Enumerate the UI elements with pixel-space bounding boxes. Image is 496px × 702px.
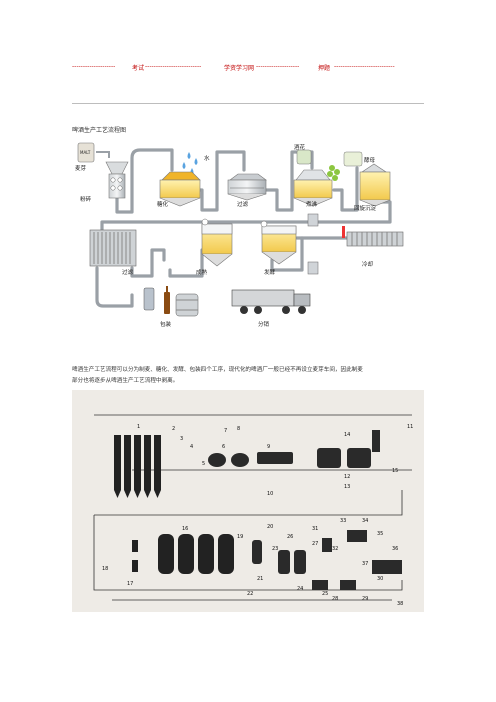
number-label: 15 <box>392 468 398 474</box>
label-mash: 糖化 <box>157 200 169 208</box>
number-label: 34 <box>362 518 368 524</box>
thermometer-icon <box>342 226 345 238</box>
number-label: 29 <box>362 596 368 602</box>
filter-press <box>89 229 137 267</box>
number-label: 27 <box>312 541 318 547</box>
number-label: 9 <box>267 444 270 450</box>
whirlpool-tank <box>359 163 391 207</box>
header-study-site: 学资学习网 <box>224 65 255 72</box>
yeast-bag <box>343 151 363 167</box>
number-label: 16 <box>182 526 188 532</box>
label-filter-2: 过滤 <box>122 268 134 276</box>
malt-bag: MALT <box>77 142 95 163</box>
page-title: 啤酒生产工艺流程图 <box>72 127 127 134</box>
number-label: 17 <box>127 581 133 587</box>
number-label: 2 <box>172 426 175 432</box>
paragraph-line-1: 啤酒生产工艺流程可以分为制麦、糖化、发酵、包装四个工序，现代化的啤酒厂一般已经不… <box>72 367 363 373</box>
header-exam: 考试 <box>132 65 145 72</box>
number-label: 28 <box>332 596 338 602</box>
lauter-tun <box>227 173 267 201</box>
label-water: 水 <box>204 154 210 162</box>
fermentation-tanks <box>132 534 234 574</box>
process-schematic: 1 2 3 4 5 6 7 8 9 10 11 12 13 14 15 16 1… <box>72 390 424 612</box>
label-crush: 粉碎 <box>80 195 92 203</box>
header-exam-tips: 押题 <box>318 65 331 72</box>
number-label: 32 <box>332 546 338 552</box>
label-cool: 冷却 <box>362 260 374 268</box>
number-label: 31 <box>312 526 318 532</box>
page-header: -------------------- 考试 ----------------… <box>72 63 428 75</box>
number-label: 26 <box>287 534 293 540</box>
number-label: 21 <box>257 576 263 582</box>
number-label: 18 <box>102 566 108 572</box>
number-label: 38 <box>397 601 403 607</box>
number-label: 25 <box>322 591 328 597</box>
header-dashes: ---------------------------- <box>334 63 395 70</box>
label-package: 包装 <box>160 320 172 328</box>
label-malt: 麦芽 <box>75 164 87 172</box>
brew-kettle <box>293 169 333 207</box>
number-label: 3 <box>180 436 183 442</box>
hops-bag <box>296 149 312 165</box>
label-settle: 回旋沉淀 <box>354 204 377 212</box>
number-label: 30 <box>377 576 383 582</box>
number-label: 20 <box>267 524 273 530</box>
number-label: 14 <box>344 432 350 438</box>
number-label: 24 <box>297 586 303 592</box>
beer-process-diagram: MALT 麦芽 粉碎 水 糖化 过滤 酒花 <box>75 142 404 328</box>
number-label: 5 <box>202 461 205 467</box>
delivery-truck <box>231 289 311 314</box>
number-label: 13 <box>344 484 350 490</box>
label-boil: 煮沸 <box>306 200 318 208</box>
number-label: 7 <box>224 428 227 434</box>
label-filter-1: 过滤 <box>237 200 249 208</box>
number-label: 4 <box>190 444 193 450</box>
number-label: 1 <box>137 424 140 430</box>
number-label: 11 <box>407 424 413 430</box>
svg-text:MALT: MALT <box>80 150 91 155</box>
label-yeast: 酵母 <box>364 157 376 164</box>
header-dashes: -------------------------- <box>145 63 202 70</box>
label-ferment: 发酵 <box>264 268 276 276</box>
number-label: 12 <box>344 474 350 480</box>
maturation-tank <box>201 218 233 267</box>
number-label: 8 <box>237 426 240 432</box>
number-label: 22 <box>247 591 253 597</box>
header-dashes: -------------------- <box>72 63 116 70</box>
schematic-number-labels: 1 2 3 4 5 6 7 8 9 10 11 12 13 14 15 16 1… <box>102 424 413 607</box>
number-label: 33 <box>340 518 346 524</box>
brewhouse-vessels <box>208 430 380 468</box>
header-dashes: -------------------- <box>256 63 300 70</box>
hops-cluster <box>327 165 340 181</box>
grain-silos <box>114 435 161 498</box>
crusher-machine <box>105 161 129 199</box>
water-drops <box>182 152 198 175</box>
horizontal-rule <box>72 103 424 104</box>
fermentation-tank <box>260 220 297 265</box>
wort-cooler <box>346 231 404 247</box>
yeast-tin <box>307 261 319 275</box>
paragraph-line-2: 部分也将逐步从啤酒生产工艺流程中剥离。 <box>72 378 179 384</box>
yeast-tin <box>307 213 319 227</box>
number-label: 37 <box>362 561 368 567</box>
number-label: 6 <box>222 444 225 450</box>
pipe-network <box>95 148 392 308</box>
arrow <box>96 151 110 158</box>
number-label: 35 <box>377 531 383 537</box>
bright-beer-tanks <box>252 530 402 590</box>
label-mature: 成熟 <box>196 268 208 276</box>
label-distribute: 分销 <box>258 320 270 328</box>
number-label: 23 <box>272 546 278 552</box>
schematic-lines <box>93 414 412 601</box>
number-label: 36 <box>392 546 398 552</box>
number-label: 10 <box>267 491 273 497</box>
label-hops: 酒花 <box>294 143 306 151</box>
number-label: 19 <box>237 534 243 540</box>
package-products <box>143 286 199 317</box>
mash-tun <box>159 171 201 207</box>
